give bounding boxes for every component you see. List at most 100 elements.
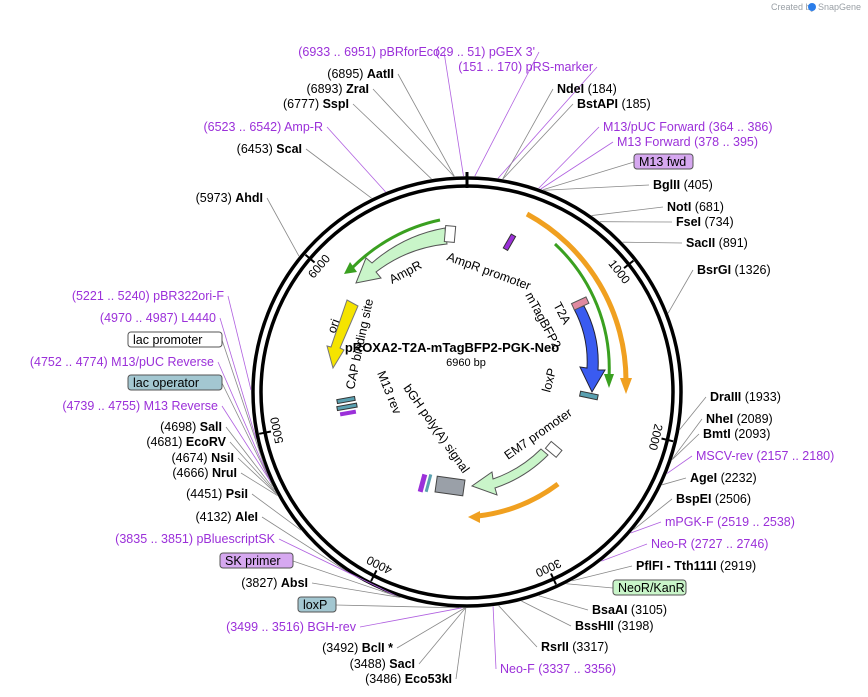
arc-orange-bottom xyxy=(477,482,560,519)
enzyme-label: NotI (681) xyxy=(667,200,724,214)
leader-line xyxy=(672,418,703,460)
primer-label: (29 .. 51) pGEX 3' xyxy=(435,45,535,59)
feature-primer-small xyxy=(502,233,517,252)
leader-line xyxy=(492,606,497,670)
tick-label: 2000 xyxy=(646,423,666,453)
tick-mark xyxy=(623,259,635,269)
primer-label: (4752 .. 4774) M13/pUC Reverse xyxy=(30,355,214,369)
leader-line xyxy=(666,455,693,474)
feature-mtagbfp2-shape xyxy=(573,305,606,394)
leader-line xyxy=(633,498,673,531)
feature-cap-shape xyxy=(336,402,358,412)
credit-created-by: Created by xyxy=(771,2,816,12)
feature-box-label: M13 fwd xyxy=(639,155,686,169)
tick-label: 5000 xyxy=(267,415,286,444)
leader-line xyxy=(335,604,460,609)
leader-line xyxy=(217,361,270,479)
enzyme-label: SacII (891) xyxy=(686,236,748,250)
leader-line xyxy=(540,141,614,190)
feature-bgh-primer-marks xyxy=(417,473,428,493)
feature-label-bgh: bGH poly(A) signal xyxy=(401,382,473,476)
leader-line xyxy=(542,161,635,191)
enzyme-label: (3486) Eco53kI xyxy=(365,672,452,686)
feature-shapes xyxy=(326,225,606,497)
leader-line xyxy=(225,426,275,491)
enzyme-label: (4666) NruI xyxy=(172,466,237,480)
primer-label: M13 Forward (378 .. 395) xyxy=(617,135,758,149)
leader-line xyxy=(571,565,633,582)
enzyme-label: NheI (2089) xyxy=(706,412,773,426)
feature-box-label: loxP xyxy=(303,598,327,612)
enzyme-label: BstAPI (185) xyxy=(577,97,651,111)
tick-mark xyxy=(304,253,316,264)
plasmid-size: 6960 bp xyxy=(446,357,486,369)
feature-label-m13-rev: M13 rev xyxy=(374,369,404,417)
leader-line xyxy=(443,51,464,177)
leader-line xyxy=(266,197,300,257)
feature-em7-shape xyxy=(470,448,549,496)
leader-line xyxy=(679,396,707,430)
feature-box-label: lac promoter xyxy=(133,333,202,347)
leader-line xyxy=(502,88,554,180)
enzyme-label: (6895) AatII xyxy=(327,67,394,81)
label-leader-lines xyxy=(217,51,707,680)
feature-bgh-loxp-mark xyxy=(424,474,433,493)
leader-line xyxy=(521,600,572,627)
feature-box-label: lac operator xyxy=(133,376,199,390)
feature-box xyxy=(219,552,294,569)
leader-line xyxy=(671,433,700,460)
leader-line xyxy=(418,607,466,665)
leader-line xyxy=(566,583,614,589)
enzyme-label: NdeI (184) xyxy=(557,82,617,96)
leader-line xyxy=(305,148,372,199)
arc-orange-right-arrow xyxy=(620,378,632,394)
leader-line xyxy=(397,73,455,177)
feature-label-ampr-promoter: AmpR promoter xyxy=(445,250,533,293)
primer-label: (151 .. 170) pRS-marker xyxy=(458,60,593,74)
arc-green-right xyxy=(553,242,611,379)
leader-line xyxy=(622,241,683,244)
enzyme-label: (6777) SspI xyxy=(283,97,349,111)
site-labels: (6933 .. 6951) pBRforEco(29 .. 51) pGEX … xyxy=(30,45,834,686)
snapgene-credit: Created by SnapGene xyxy=(771,2,861,12)
feature-m13rev-shape xyxy=(339,409,357,417)
feature-ori-shape xyxy=(326,299,359,370)
tick-mark xyxy=(370,569,378,582)
feature-label-loxp: loxP xyxy=(539,367,559,394)
leader-line xyxy=(251,493,302,531)
leader-line xyxy=(311,582,401,598)
feature-loxp-shape xyxy=(578,390,599,401)
tick-label: 1000 xyxy=(606,257,634,287)
feature-label-ori: ori xyxy=(325,317,343,335)
backbone-outer xyxy=(251,176,683,608)
credit-brand: SnapGene xyxy=(818,2,861,12)
leader-line xyxy=(229,441,277,494)
enzyme-label: (6453) ScaI xyxy=(237,142,302,156)
leader-line xyxy=(261,516,348,572)
enzyme-label: BssHII (3198) xyxy=(575,619,654,633)
feature-em7-end-shape xyxy=(544,440,563,459)
tick-mark xyxy=(661,437,674,443)
leader-line xyxy=(278,538,398,597)
enzyme-label: BsrGI (1326) xyxy=(697,263,771,277)
tick-label: 6000 xyxy=(305,251,333,281)
snapgene-logo-icon xyxy=(808,3,816,11)
primer-label: (5221 .. 5240) pBR322ori-F xyxy=(72,289,225,303)
enzyme-label: DraIII (1933) xyxy=(710,390,781,404)
arc-green-top xyxy=(350,218,441,270)
arc-green-right-arrow xyxy=(604,374,614,388)
feature-arcs xyxy=(344,211,632,523)
feature-t2a-shape xyxy=(570,296,590,311)
leader-line xyxy=(667,269,694,314)
primer-label: Neo-R (2727 .. 2746) xyxy=(651,537,768,551)
leader-line xyxy=(221,339,267,473)
enzyme-label: (4674) NsiI xyxy=(171,451,234,465)
leader-line xyxy=(474,51,540,177)
primer-label: (6523 .. 6542) Amp-R xyxy=(203,120,323,134)
tick-mark xyxy=(550,573,557,585)
tick-mark xyxy=(258,430,272,435)
leader-line xyxy=(498,605,538,648)
leader-line xyxy=(601,543,648,562)
enzyme-label: (5973) AhdI xyxy=(196,191,263,205)
